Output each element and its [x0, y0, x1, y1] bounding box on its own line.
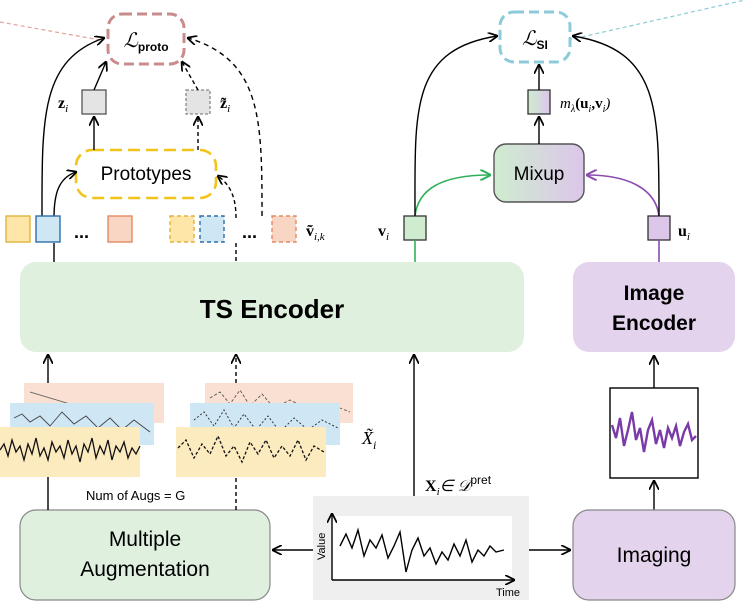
z-label: zi	[58, 95, 68, 115]
proto-loss-box	[106, 12, 186, 66]
embedding-orange-square	[107, 215, 133, 243]
v-embedding-square	[403, 215, 427, 241]
z-to-proto-loss-arrow	[93, 62, 106, 91]
v-to-si-loss-arrow	[414, 36, 497, 217]
proto-loss-dashed-link	[0, 21, 101, 41]
direct-aug-to-proto-loss-arrow	[188, 38, 263, 217]
z-embedding-square	[81, 89, 107, 115]
input-plot-y-label: Value	[316, 533, 328, 560]
x-tilde-label: X̃i	[361, 428, 376, 452]
aug-embedding-blue-square	[199, 215, 225, 243]
v-tilde-label: ṽi,k	[306, 223, 326, 243]
input-label: Xi∈ 𝒟pret	[425, 473, 492, 498]
prototypes-label: Prototypes	[101, 164, 192, 185]
embedding-ellipsis: ...	[74, 222, 89, 242]
aug-series-yellow-trace	[177, 434, 325, 464]
z-tilde-embedding-square	[185, 89, 211, 115]
si-loss-label: ℒSI	[522, 28, 548, 52]
input-plot-x-label: Time	[496, 587, 520, 599]
embedding-yellow-square	[5, 215, 31, 243]
embedding-blue-square	[35, 215, 61, 243]
u-embedding-square	[647, 215, 671, 241]
ts-encoder-box	[20, 262, 524, 352]
si-loss-box	[498, 10, 572, 64]
u-to-mixup-arrow	[587, 175, 660, 217]
direct-to-proto-loss-arrow	[41, 38, 104, 219]
imaging-label: Imaging	[617, 544, 692, 567]
aug-embedding-orange-square	[271, 215, 297, 243]
v-to-mixup-arrow	[414, 175, 490, 217]
mixup-output-square	[527, 89, 551, 115]
imaging-box	[572, 509, 736, 601]
series-yellow-trace	[0, 437, 141, 463]
v-label: vi	[378, 223, 389, 243]
mixup-label: Mixup	[514, 164, 565, 185]
z-tilde-to-proto-loss-arrow	[182, 62, 199, 91]
augmentation-box	[19, 509, 271, 601]
aug-embedding-to-prototypes-arrow	[218, 176, 237, 219]
u-label: ui	[678, 223, 690, 243]
mixup-function-label: mλ(ui,vi)	[560, 96, 610, 115]
aug-embedding-yellow-square	[169, 215, 195, 243]
z-tilde-label: z̃i	[220, 95, 230, 115]
ts-encoder-label: TS Encoder	[200, 294, 344, 324]
aug-series-card-yellow	[176, 427, 326, 477]
input-series-line	[339, 527, 505, 573]
series-card-yellow	[0, 427, 140, 477]
image-encoder-box	[573, 262, 735, 352]
aug-embedding-ellipsis: ...	[242, 222, 257, 242]
num-augs-label: Num of Augs = G	[86, 488, 185, 503]
proto-loss-label: ℒproto	[123, 30, 168, 54]
u-to-si-loss-arrow	[573, 36, 660, 217]
imaged-series-line	[610, 411, 697, 453]
embedding-to-prototypes-arrow	[53, 172, 76, 219]
si-loss-dashed-link	[567, 0, 745, 41]
